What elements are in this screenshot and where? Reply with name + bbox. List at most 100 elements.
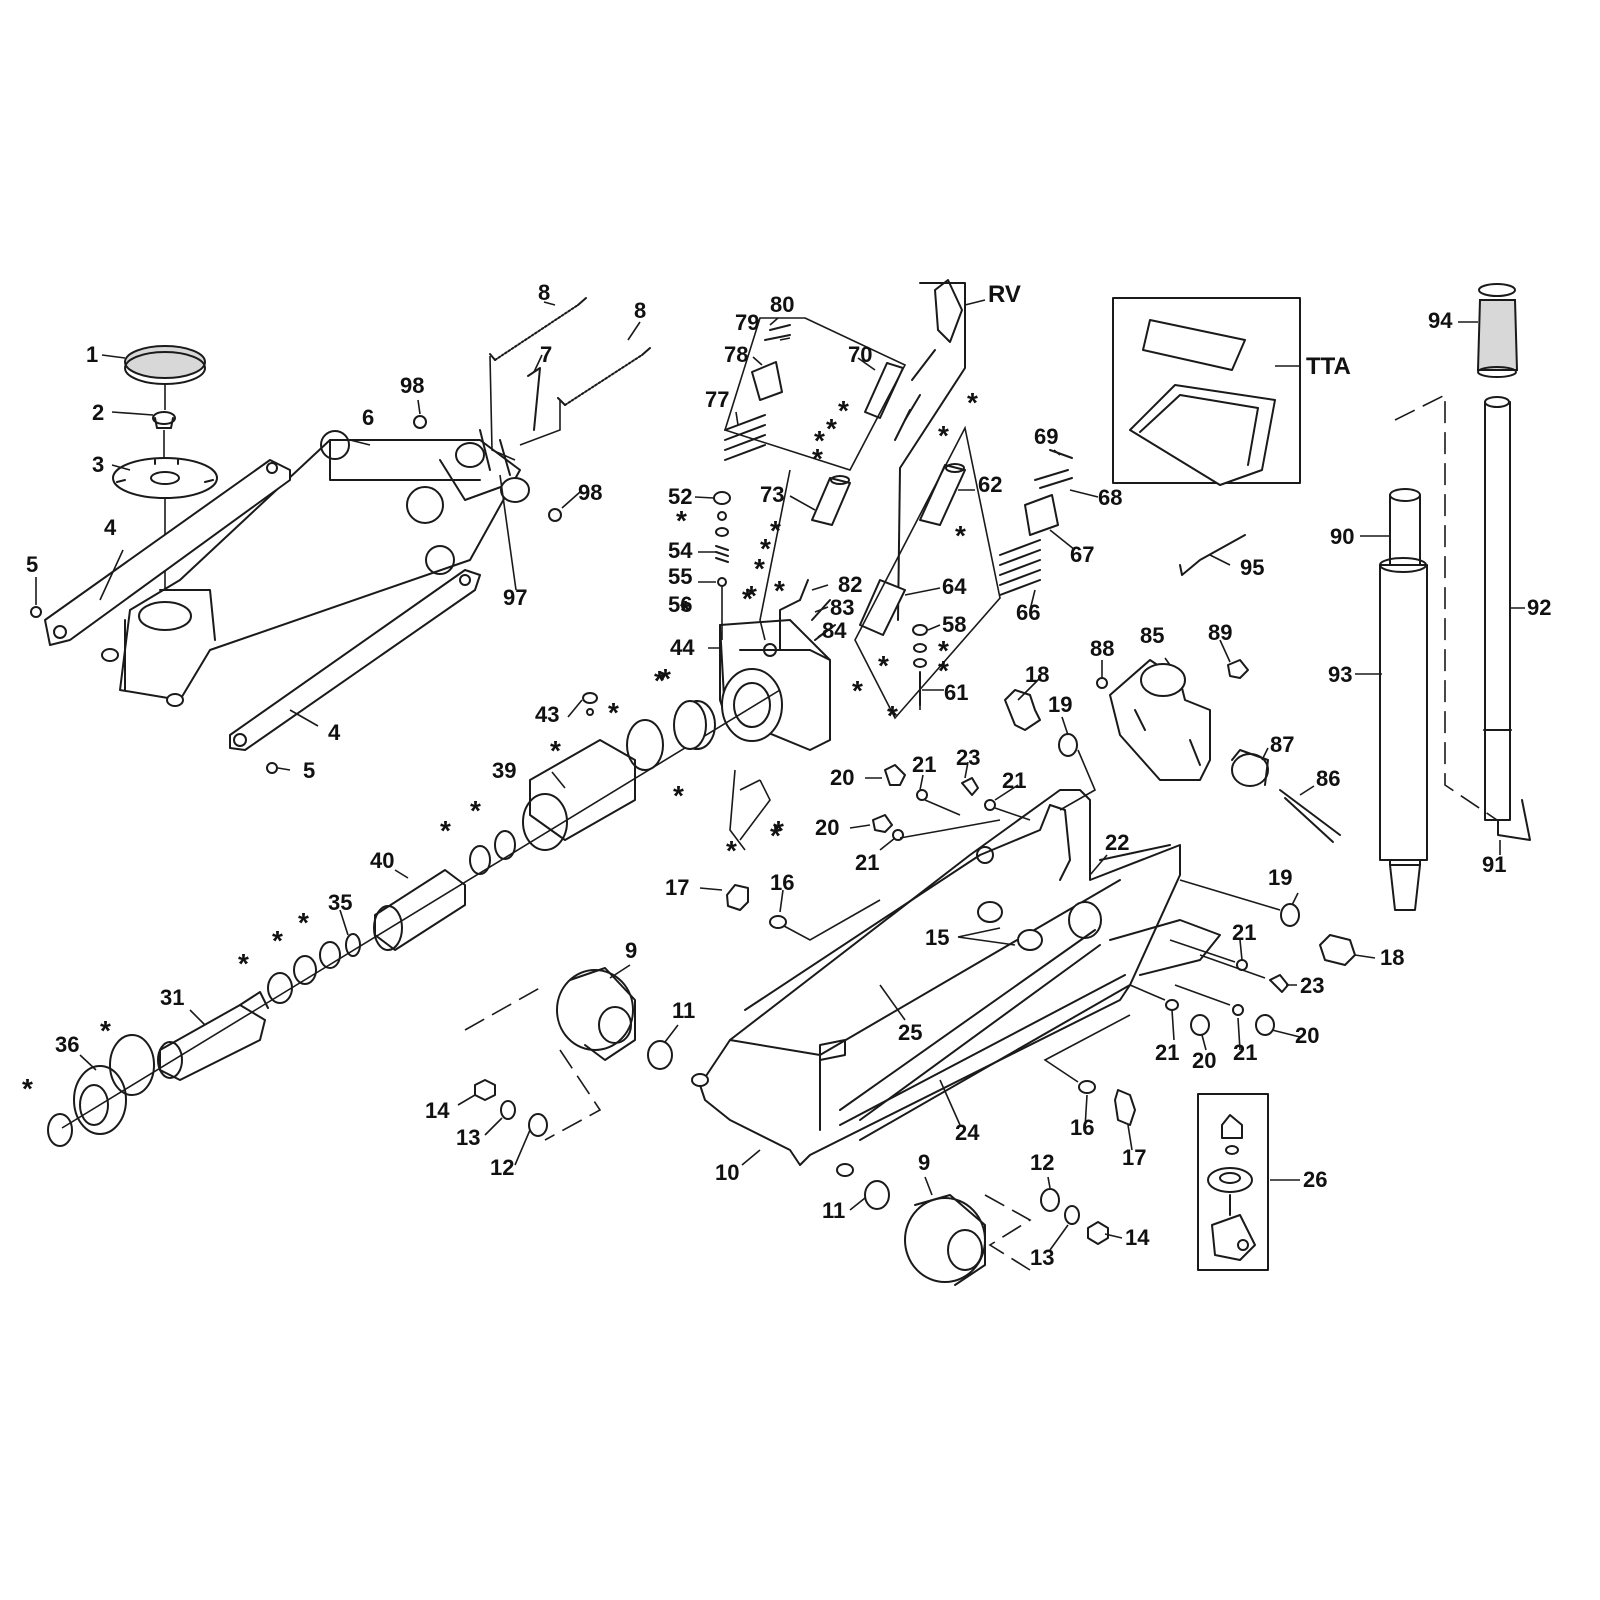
bolt-18-washer-19-right bbox=[1280, 903, 1356, 966]
label-20-lower-a: 20 bbox=[1295, 1023, 1319, 1048]
valve-plate-leaders bbox=[729, 769, 771, 851]
bushing-11-right bbox=[864, 1180, 890, 1210]
label-94: 94 bbox=[1428, 308, 1453, 333]
handle-tube-92 bbox=[1483, 396, 1512, 821]
star-40-b: * bbox=[470, 795, 481, 826]
label-16-right: 16 bbox=[1070, 1115, 1094, 1140]
label-19-left: 19 bbox=[1048, 692, 1072, 717]
label-83: 83 bbox=[830, 595, 854, 620]
star-70-d: * bbox=[812, 443, 823, 474]
label-19-right: 19 bbox=[1268, 865, 1292, 890]
bolts-20-21-23-upper bbox=[872, 764, 996, 841]
label-80: 80 bbox=[770, 292, 794, 317]
label-7: 7 bbox=[540, 342, 552, 367]
star-rv-a: * bbox=[967, 387, 978, 418]
star-pump-left: * bbox=[742, 583, 753, 614]
star-56: * bbox=[680, 595, 691, 626]
screw-43 bbox=[582, 692, 598, 716]
label-9-right: 9 bbox=[918, 1150, 930, 1175]
wheel-group-right-dashes bbox=[984, 1194, 1032, 1271]
label-21-upper-b: 21 bbox=[1002, 768, 1026, 793]
label-25: 25 bbox=[898, 1020, 922, 1045]
label-87: 87 bbox=[1270, 732, 1294, 757]
label-31: 31 bbox=[160, 985, 184, 1010]
label-62: 62 bbox=[978, 472, 1002, 497]
star-58-a: * bbox=[938, 635, 949, 666]
label-64: 64 bbox=[942, 574, 967, 599]
label-22: 22 bbox=[1105, 830, 1129, 855]
star-36-outer: * bbox=[22, 1073, 33, 1104]
label-10: 10 bbox=[715, 1160, 739, 1185]
label-20-lower-b: 20 bbox=[1192, 1048, 1216, 1073]
label-95: 95 bbox=[1240, 555, 1264, 580]
label-20-upper-b: 20 bbox=[815, 815, 839, 840]
label-4-upper: 4 bbox=[104, 515, 117, 540]
label-13-left: 13 bbox=[456, 1125, 480, 1150]
ram-31 bbox=[157, 991, 269, 1081]
label-77: 77 bbox=[705, 387, 729, 412]
star-73-b: * bbox=[760, 533, 771, 564]
roller-87-pin-86 bbox=[1231, 749, 1341, 843]
bushing-11-left bbox=[647, 1040, 673, 1070]
label-6: 6 bbox=[362, 405, 374, 430]
lift-arm-6 bbox=[119, 430, 521, 701]
label-61: 61 bbox=[944, 680, 968, 705]
label-54: 54 bbox=[668, 538, 693, 563]
label-16-left: 16 bbox=[770, 870, 794, 895]
kit-part-asterisks: * * * * * * * * * * * * * * * * * * * * … bbox=[22, 387, 978, 1104]
label-79: 79 bbox=[735, 310, 759, 335]
label-98-upper: 98 bbox=[400, 373, 424, 398]
wheel-group-left-dashes bbox=[464, 984, 602, 1141]
tool-tray-kit-tta bbox=[1112, 297, 1301, 486]
star-54: * bbox=[676, 505, 687, 536]
label-44: 44 bbox=[670, 635, 695, 660]
label-8-left: 8 bbox=[538, 280, 550, 305]
label-70: 70 bbox=[848, 342, 872, 367]
label-17-left: 17 bbox=[665, 875, 689, 900]
star-valve-plate: * bbox=[673, 780, 684, 811]
star-64-b: * bbox=[852, 675, 863, 706]
handle-bracket-rail-25 bbox=[839, 929, 1101, 1121]
saddle-plate-3 bbox=[112, 457, 218, 499]
label-78: 78 bbox=[724, 342, 748, 367]
star-36: * bbox=[100, 1015, 111, 1046]
label-leaders bbox=[35, 299, 1525, 1251]
pivot-pins bbox=[101, 442, 530, 707]
snap-rings-98 bbox=[413, 415, 562, 522]
star-35-b: * bbox=[272, 925, 283, 956]
star-70-b: * bbox=[826, 413, 837, 444]
star-40-a: * bbox=[440, 815, 451, 846]
label-15: 15 bbox=[925, 925, 949, 950]
gland-nut-36 bbox=[47, 1034, 155, 1147]
pump-stack-52-56 bbox=[713, 491, 731, 640]
label-14-left: 14 bbox=[425, 1098, 450, 1123]
pump-leader bbox=[759, 469, 791, 641]
leaders-20-21-23-upper bbox=[899, 799, 1031, 839]
pump-piston-73 bbox=[811, 475, 851, 526]
clip-91 bbox=[1497, 799, 1531, 841]
label-84: 84 bbox=[822, 618, 847, 643]
star-58-b: * bbox=[938, 655, 949, 686]
rail-24 bbox=[839, 974, 1131, 1141]
star-73-c: * bbox=[754, 553, 765, 584]
star-70-c: * bbox=[814, 425, 825, 456]
label-89: 89 bbox=[1208, 620, 1232, 645]
label-66: 66 bbox=[1016, 600, 1040, 625]
handle-grip-94 bbox=[1476, 283, 1519, 378]
label-82: 82 bbox=[838, 572, 862, 597]
leader-19-left bbox=[1059, 749, 1097, 811]
retaining-rings-5 bbox=[30, 606, 278, 774]
spring-leader-lines bbox=[489, 355, 561, 461]
star-44: * bbox=[654, 665, 665, 696]
star-64-a: * bbox=[878, 650, 889, 681]
label-20-upper-a: 20 bbox=[830, 765, 854, 790]
label-rv: RV bbox=[988, 281, 1021, 308]
side-plate-4-upper bbox=[44, 459, 291, 646]
label-21-upper-c: 21 bbox=[855, 850, 879, 875]
star-70-a: * bbox=[838, 395, 849, 426]
hook-95 bbox=[1179, 534, 1246, 576]
bolt-17-washer-16-right bbox=[1078, 1080, 1136, 1126]
springs-8 bbox=[489, 297, 651, 406]
valve-plate bbox=[673, 700, 707, 750]
valve-group-box bbox=[854, 425, 1001, 720]
